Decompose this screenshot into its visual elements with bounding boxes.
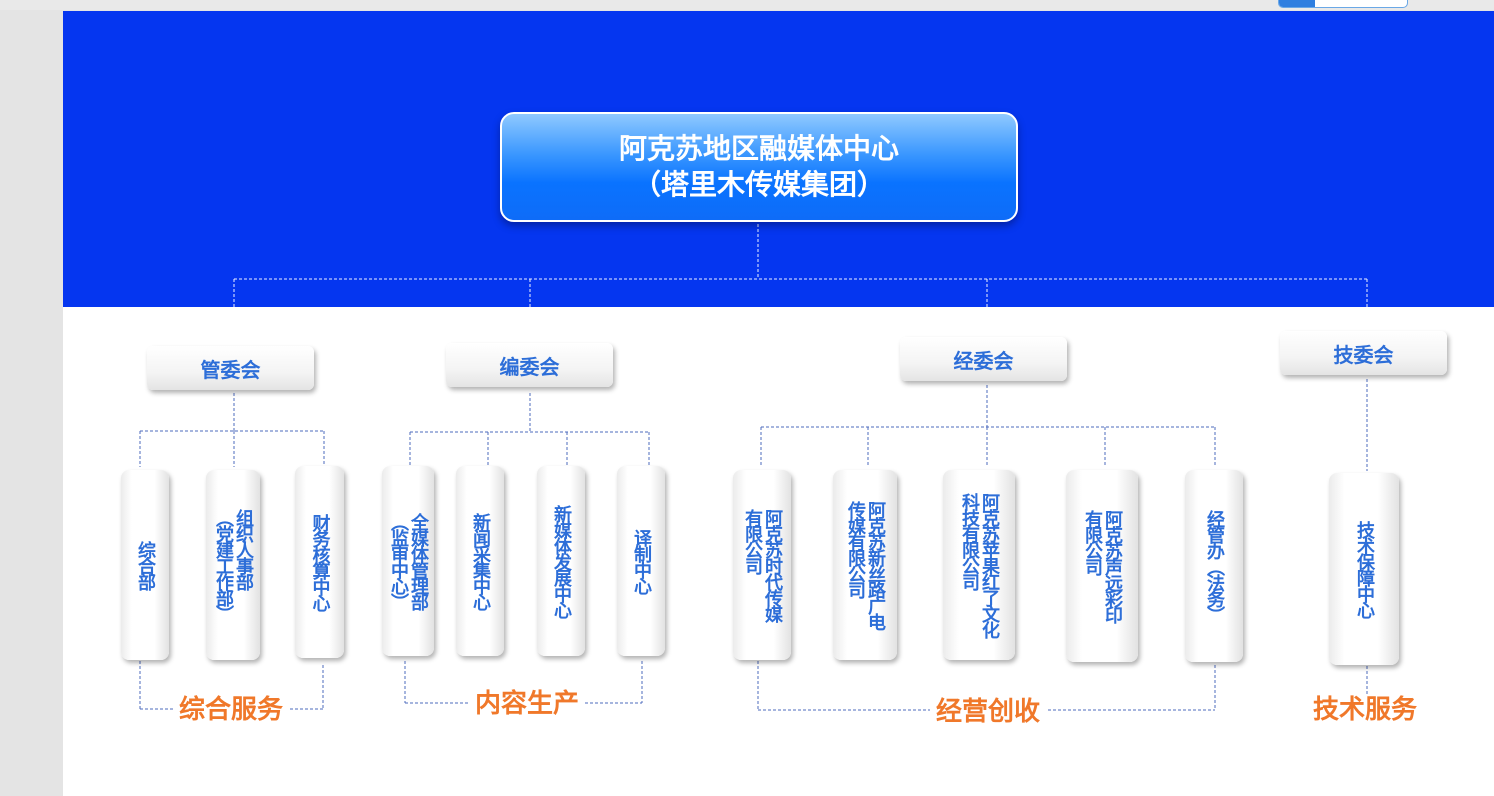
dept-xinsilu-guangdian: 阿克苏新丝路广电 传媒有限公司 [833, 470, 897, 660]
group-label-jingying-chuangshou: 经营创收 [930, 697, 1047, 727]
app-top-bar [0, 0, 1494, 10]
committee-jiwei: 技委会 [1280, 331, 1447, 375]
dept-yizhi: 译制中心 [617, 466, 665, 656]
dept-xinwen-caiji: 新闻采集中心 [456, 466, 504, 656]
connector-lines [139, 219, 1368, 711]
dept-quanmeiti-guanli: 全媒体管理部 （监审中心） [382, 466, 434, 656]
group-label-zonghe-fuwu: 综合服务 [173, 695, 290, 725]
committee-label: 经委会 [953, 348, 1014, 373]
dept-jingguanban: 经管办（法务） [1185, 470, 1243, 662]
dept-jishu-baozhang: 技术保障中心 [1329, 473, 1399, 665]
dept-label: 经管办（法务） [1204, 510, 1225, 622]
committee-label: 管委会 [200, 357, 261, 382]
committee-guanwei: 管委会 [147, 346, 314, 390]
group-label-jishu-fuwu: 技术服务 [1307, 695, 1424, 725]
dept-label: 技术保障中心 [1354, 521, 1375, 617]
dept-label: 阿克苏新丝路广电 传媒有限公司 [845, 501, 886, 629]
dept-label: 组织人事部 （党建工作部） [213, 509, 254, 621]
dept-pingguo-honglelan: 阿克苏苹果红了文化 科技有限公司 [943, 470, 1015, 660]
dept-label: 阿克苏时代传媒 有限公司 [742, 509, 783, 621]
committee-jingwei: 经委会 [900, 337, 1067, 381]
dept-shengyuan-caiyin: 阿克苏声远彩印 有限公司 [1066, 470, 1138, 662]
dept-zonghebu: 综合部 [121, 470, 169, 660]
root-org-box: 阿克苏地区融媒体中心 （塔里木传媒集团） [500, 112, 1018, 222]
committee-label: 编委会 [499, 354, 560, 379]
committee-bianwei: 编委会 [446, 343, 613, 387]
dept-xinmeiti-fazhan: 新媒体发展中心 [537, 466, 585, 656]
zoom-slider-fill [1279, 0, 1315, 7]
root-title-line2: （塔里木传媒集团） [632, 168, 885, 201]
dept-shidai-chuanmei: 阿克苏时代传媒 有限公司 [733, 470, 791, 660]
committee-label: 技委会 [1333, 342, 1394, 367]
dept-label: 阿克苏声远彩印 有限公司 [1082, 510, 1123, 622]
dept-label: 新闻采集中心 [470, 513, 491, 609]
dept-zuzhi-renshibu: 组织人事部 （党建工作部） [206, 470, 260, 660]
dept-label: 译制中心 [631, 529, 652, 593]
zoom-slider-widget[interactable] [1278, 0, 1408, 8]
dept-caiwu-hesuan: 财务核算中心 [295, 466, 344, 658]
root-title-line1: 阿克苏地区融媒体中心 [618, 132, 899, 165]
group-label-neirong-shengchan: 内容生产 [469, 689, 586, 719]
dept-label: 阿克苏苹果红了文化 科技有限公司 [959, 493, 1000, 637]
dept-label: 新媒体发展中心 [551, 505, 572, 617]
dept-label: 全媒体管理部 （监审中心） [388, 513, 429, 609]
dept-label: 综合部 [135, 541, 156, 589]
slide-canvas: 阿克苏地区融媒体中心 （塔里木传媒集团） 管委会 编委会 经委会 技委会 综合部… [63, 11, 1494, 796]
dept-label: 财务核算中心 [309, 514, 331, 610]
